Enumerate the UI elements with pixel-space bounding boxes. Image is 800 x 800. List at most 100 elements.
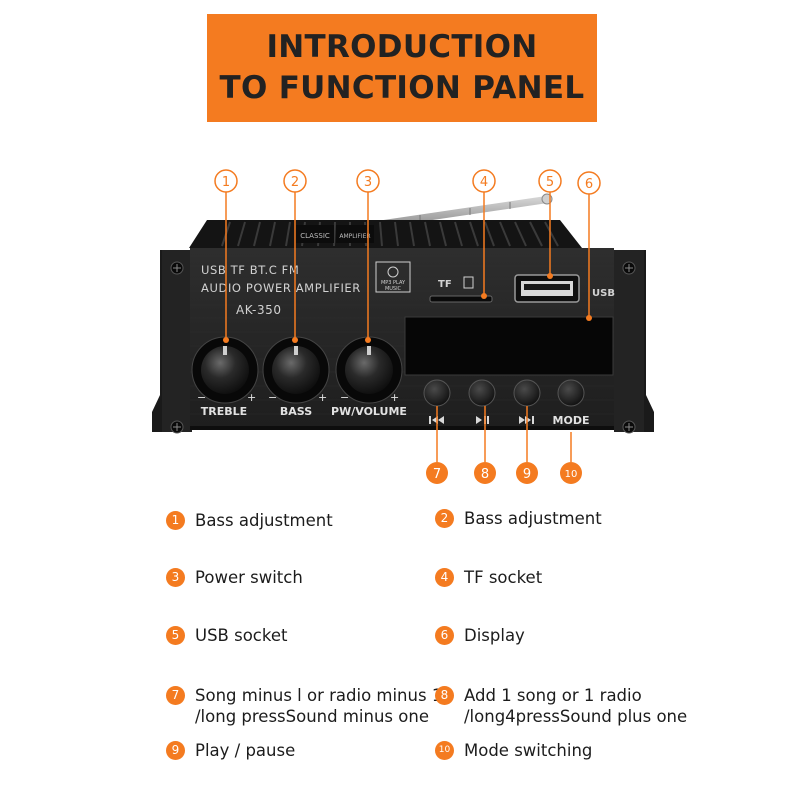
callout-2-number: 2 — [291, 175, 299, 190]
legend-line: /long4pressSound plus one — [464, 707, 688, 726]
legend-item-3: 3 Power switch — [166, 567, 303, 588]
legend-text: Add 1 song or 1 radio /long4pressSound p… — [464, 685, 687, 727]
usb-label: USB — [592, 288, 615, 299]
legend-line: Bass adjustment — [464, 509, 602, 528]
side-brand-2: AMPLIFIER — [339, 233, 370, 240]
knob-volume[interactable] — [335, 336, 403, 404]
legend-badge: 4 — [435, 568, 454, 587]
knob-label-volume: PW/VOLUME — [331, 405, 407, 418]
legend-item-9: 9 Play / pause — [166, 740, 295, 761]
callout-2: 2 — [283, 169, 307, 193]
volume-plus: + — [390, 391, 399, 404]
mp3-logo-line2: MUSIC — [385, 286, 402, 292]
treble-plus: + — [247, 391, 256, 404]
mp3-logo: MP3 PLAY MUSIC — [375, 261, 411, 293]
side-brand-1: CLASSIC — [300, 232, 330, 240]
device-mid-label: AUDIO POWER AMPLIFIER — [201, 281, 361, 295]
legend-badge: 10 — [435, 741, 454, 760]
callout-7: 7 — [426, 462, 448, 484]
legend-badge: 6 — [435, 626, 454, 645]
bass-minus: − — [268, 391, 277, 404]
legend-item-2: 2 Bass adjustment — [435, 508, 602, 529]
legend-item-7: 7 Song minus l or radio minus 1 /long pr… — [166, 685, 442, 727]
legend-badge: 2 — [435, 509, 454, 528]
legend-item-1: 1 Bass adjustment — [166, 510, 333, 531]
legend-line: Display — [464, 626, 525, 645]
prev-button[interactable] — [423, 379, 451, 407]
screws — [170, 261, 636, 434]
callout-6-number: 6 — [585, 177, 593, 192]
callout-5-number: 5 — [546, 175, 554, 190]
legend-line: Add 1 song or 1 radio — [464, 686, 642, 705]
legend-text: Mode switching — [464, 740, 592, 761]
legend-badge: 9 — [166, 741, 185, 760]
legend-line: Play / pause — [195, 741, 296, 760]
callout-10-number: 10 — [565, 469, 578, 480]
legend-text: Display — [464, 625, 525, 646]
legend-text: USB socket — [195, 625, 287, 646]
callout-6: 6 — [577, 171, 601, 195]
title-line-1: INTRODUCTION — [266, 29, 538, 65]
side-brackets — [152, 250, 654, 432]
mp3-logo-line1: MP3 PLAY — [381, 280, 406, 286]
title-line-2: TO FUNCTION PANEL — [219, 70, 585, 106]
legend-text: Bass adjustment — [195, 510, 333, 531]
legend-text: Song minus l or radio minus 1 /long pres… — [195, 685, 442, 727]
legend-badge: 5 — [166, 626, 185, 645]
tf-slot[interactable] — [429, 295, 493, 303]
callout-4-number: 4 — [480, 175, 488, 190]
callout-leaders — [225, 192, 590, 462]
callout-7-number: 7 — [433, 467, 441, 482]
legend-line: Mode switching — [464, 741, 593, 760]
knob-label-treble: TREBLE — [201, 405, 247, 418]
legend-text: Bass adjustment — [464, 508, 602, 529]
usb-port[interactable] — [514, 274, 580, 303]
legend-item-5: 5 USB socket — [166, 625, 287, 646]
bass-plus: + — [318, 391, 327, 404]
knob-bass[interactable] — [262, 336, 330, 404]
heatsink-top: CLASSIC AMPLIFIER — [189, 220, 582, 248]
legend-item-6: 6 Display — [435, 625, 525, 646]
treble-minus: − — [197, 391, 206, 404]
callout-9: 9 — [516, 462, 538, 484]
legend-badge: 7 — [166, 686, 185, 705]
legend-badge: 3 — [166, 568, 185, 587]
legend-line: USB socket — [195, 626, 288, 645]
legend-line: Song minus l or radio minus 1 — [195, 686, 443, 705]
knob-label-bass: BASS — [280, 405, 312, 418]
callout-9-number: 9 — [523, 467, 531, 482]
knob-treble[interactable] — [191, 336, 259, 404]
legend-text: TF socket — [464, 567, 542, 588]
callout-8: 8 — [474, 462, 496, 484]
device-model: AK-350 — [236, 303, 282, 317]
legend-line: Power switch — [195, 568, 303, 587]
next-button[interactable] — [513, 379, 541, 407]
mode-label: MODE — [553, 414, 590, 427]
legend-badge: 1 — [166, 511, 185, 530]
legend-line: /long pressSound minus one — [195, 707, 429, 726]
legend-item-8: 8 Add 1 song or 1 radio /long4pressSound… — [435, 685, 687, 727]
legend-item-4: 4 TF socket — [435, 567, 542, 588]
legend-line: TF socket — [464, 568, 543, 587]
title-banner: INTRODUCTION TO FUNCTION PANEL — [207, 14, 597, 122]
callout-1-number: 1 — [222, 175, 230, 190]
legend-text: Play / pause — [195, 740, 295, 761]
callout-3: 3 — [356, 169, 380, 193]
callout-4: 4 — [472, 169, 496, 193]
callout-10: 10 — [560, 462, 582, 484]
callout-leader-dots — [223, 273, 592, 343]
legend-line: Bass adjustment — [195, 511, 333, 530]
callout-8-number: 8 — [481, 467, 489, 482]
tf-card-icon — [463, 276, 474, 289]
callout-1: 1 — [214, 169, 238, 193]
legend-item-10: 10 Mode switching — [435, 740, 592, 761]
legend-badge: 8 — [435, 686, 454, 705]
play-pause-button[interactable] — [468, 379, 496, 407]
mode-button[interactable] — [557, 379, 585, 407]
legend-text: Power switch — [195, 567, 303, 588]
volume-minus: − — [340, 391, 349, 404]
tf-label: TF — [438, 279, 452, 290]
